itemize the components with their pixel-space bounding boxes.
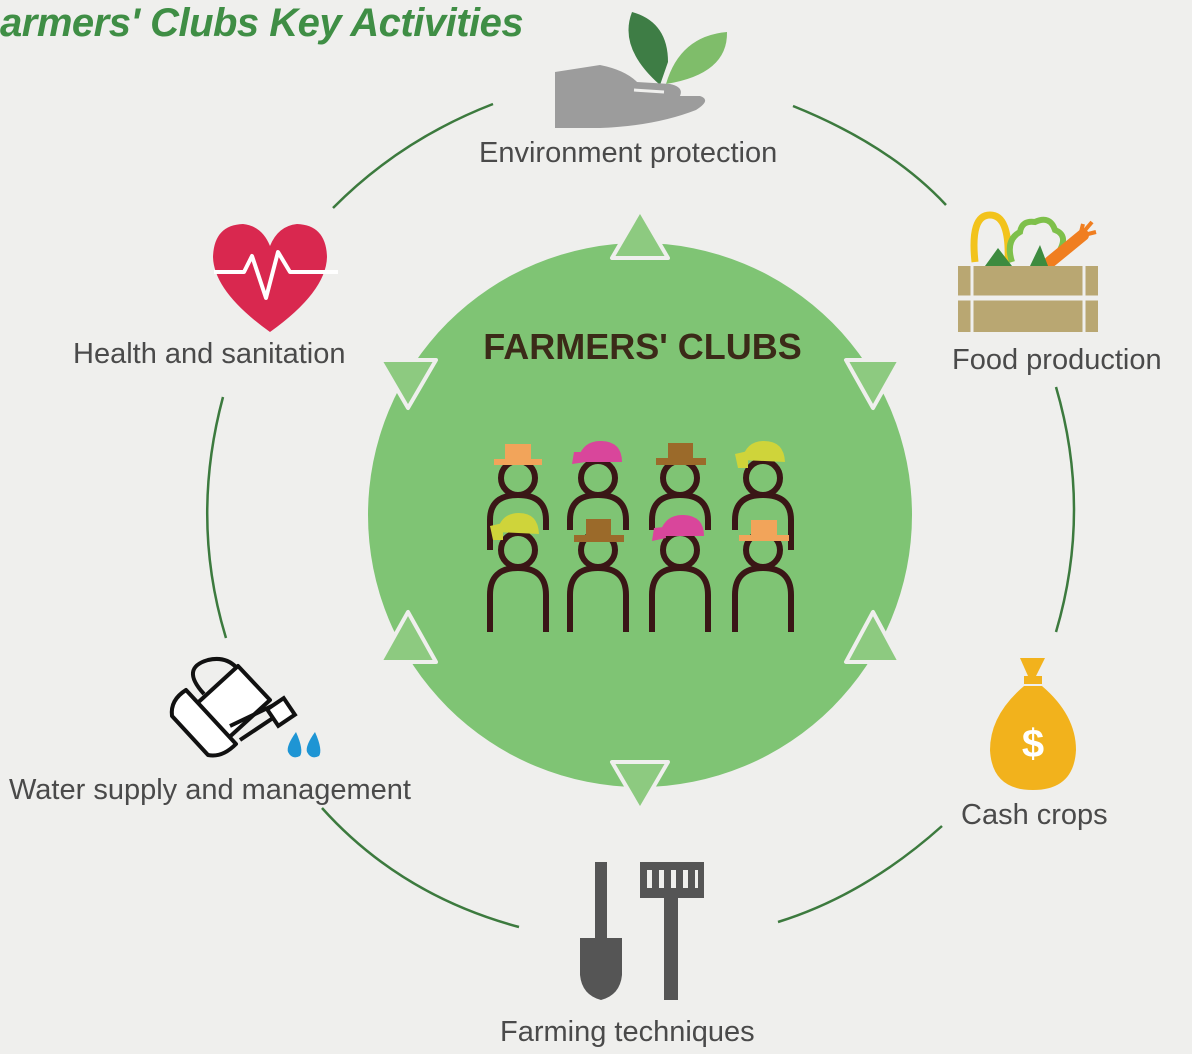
ring-arc: [206, 396, 228, 639]
vegetable-crate-icon: [958, 211, 1098, 332]
farmers-group-icon: [487, 440, 794, 632]
heartbeat-icon: [213, 224, 338, 332]
ring-arc: [777, 825, 943, 924]
arrow-triangle: [610, 760, 670, 812]
label-water-supply: Water supply and management: [9, 774, 411, 806]
ring-arc: [321, 807, 520, 929]
money-bag-icon: $: [990, 658, 1076, 790]
label-food-production: Food production: [952, 344, 1162, 376]
ring-arc: [792, 104, 947, 206]
arrow-triangle: [378, 610, 438, 664]
outer-ring: [206, 102, 1076, 929]
center-label: FARMERS' CLUBS: [483, 326, 802, 367]
ring-arc: [1054, 386, 1076, 633]
label-cash-crops: Cash crops: [961, 799, 1108, 831]
label-environment-protection: Environment protection: [479, 137, 778, 169]
label-health-sanitation: Health and sanitation: [73, 338, 346, 370]
arrow-triangle: [844, 358, 902, 410]
label-farming-techniques: Farming techniques: [500, 1016, 755, 1048]
hand-with-leaves-icon: [555, 12, 728, 128]
arrow-triangle: [378, 358, 438, 410]
arrow-triangle: [844, 610, 902, 664]
arrow-triangle: [610, 208, 670, 260]
watering-can-icon: [169, 656, 321, 758]
diagram-title: armers' Clubs Key Activities: [0, 1, 524, 45]
center-circle: [368, 243, 912, 787]
dollar-sign: $: [1022, 722, 1044, 766]
ring-arc: [332, 102, 494, 209]
shovel-and-rake-icon: [580, 862, 704, 1000]
cycle-arrows: [378, 208, 902, 812]
